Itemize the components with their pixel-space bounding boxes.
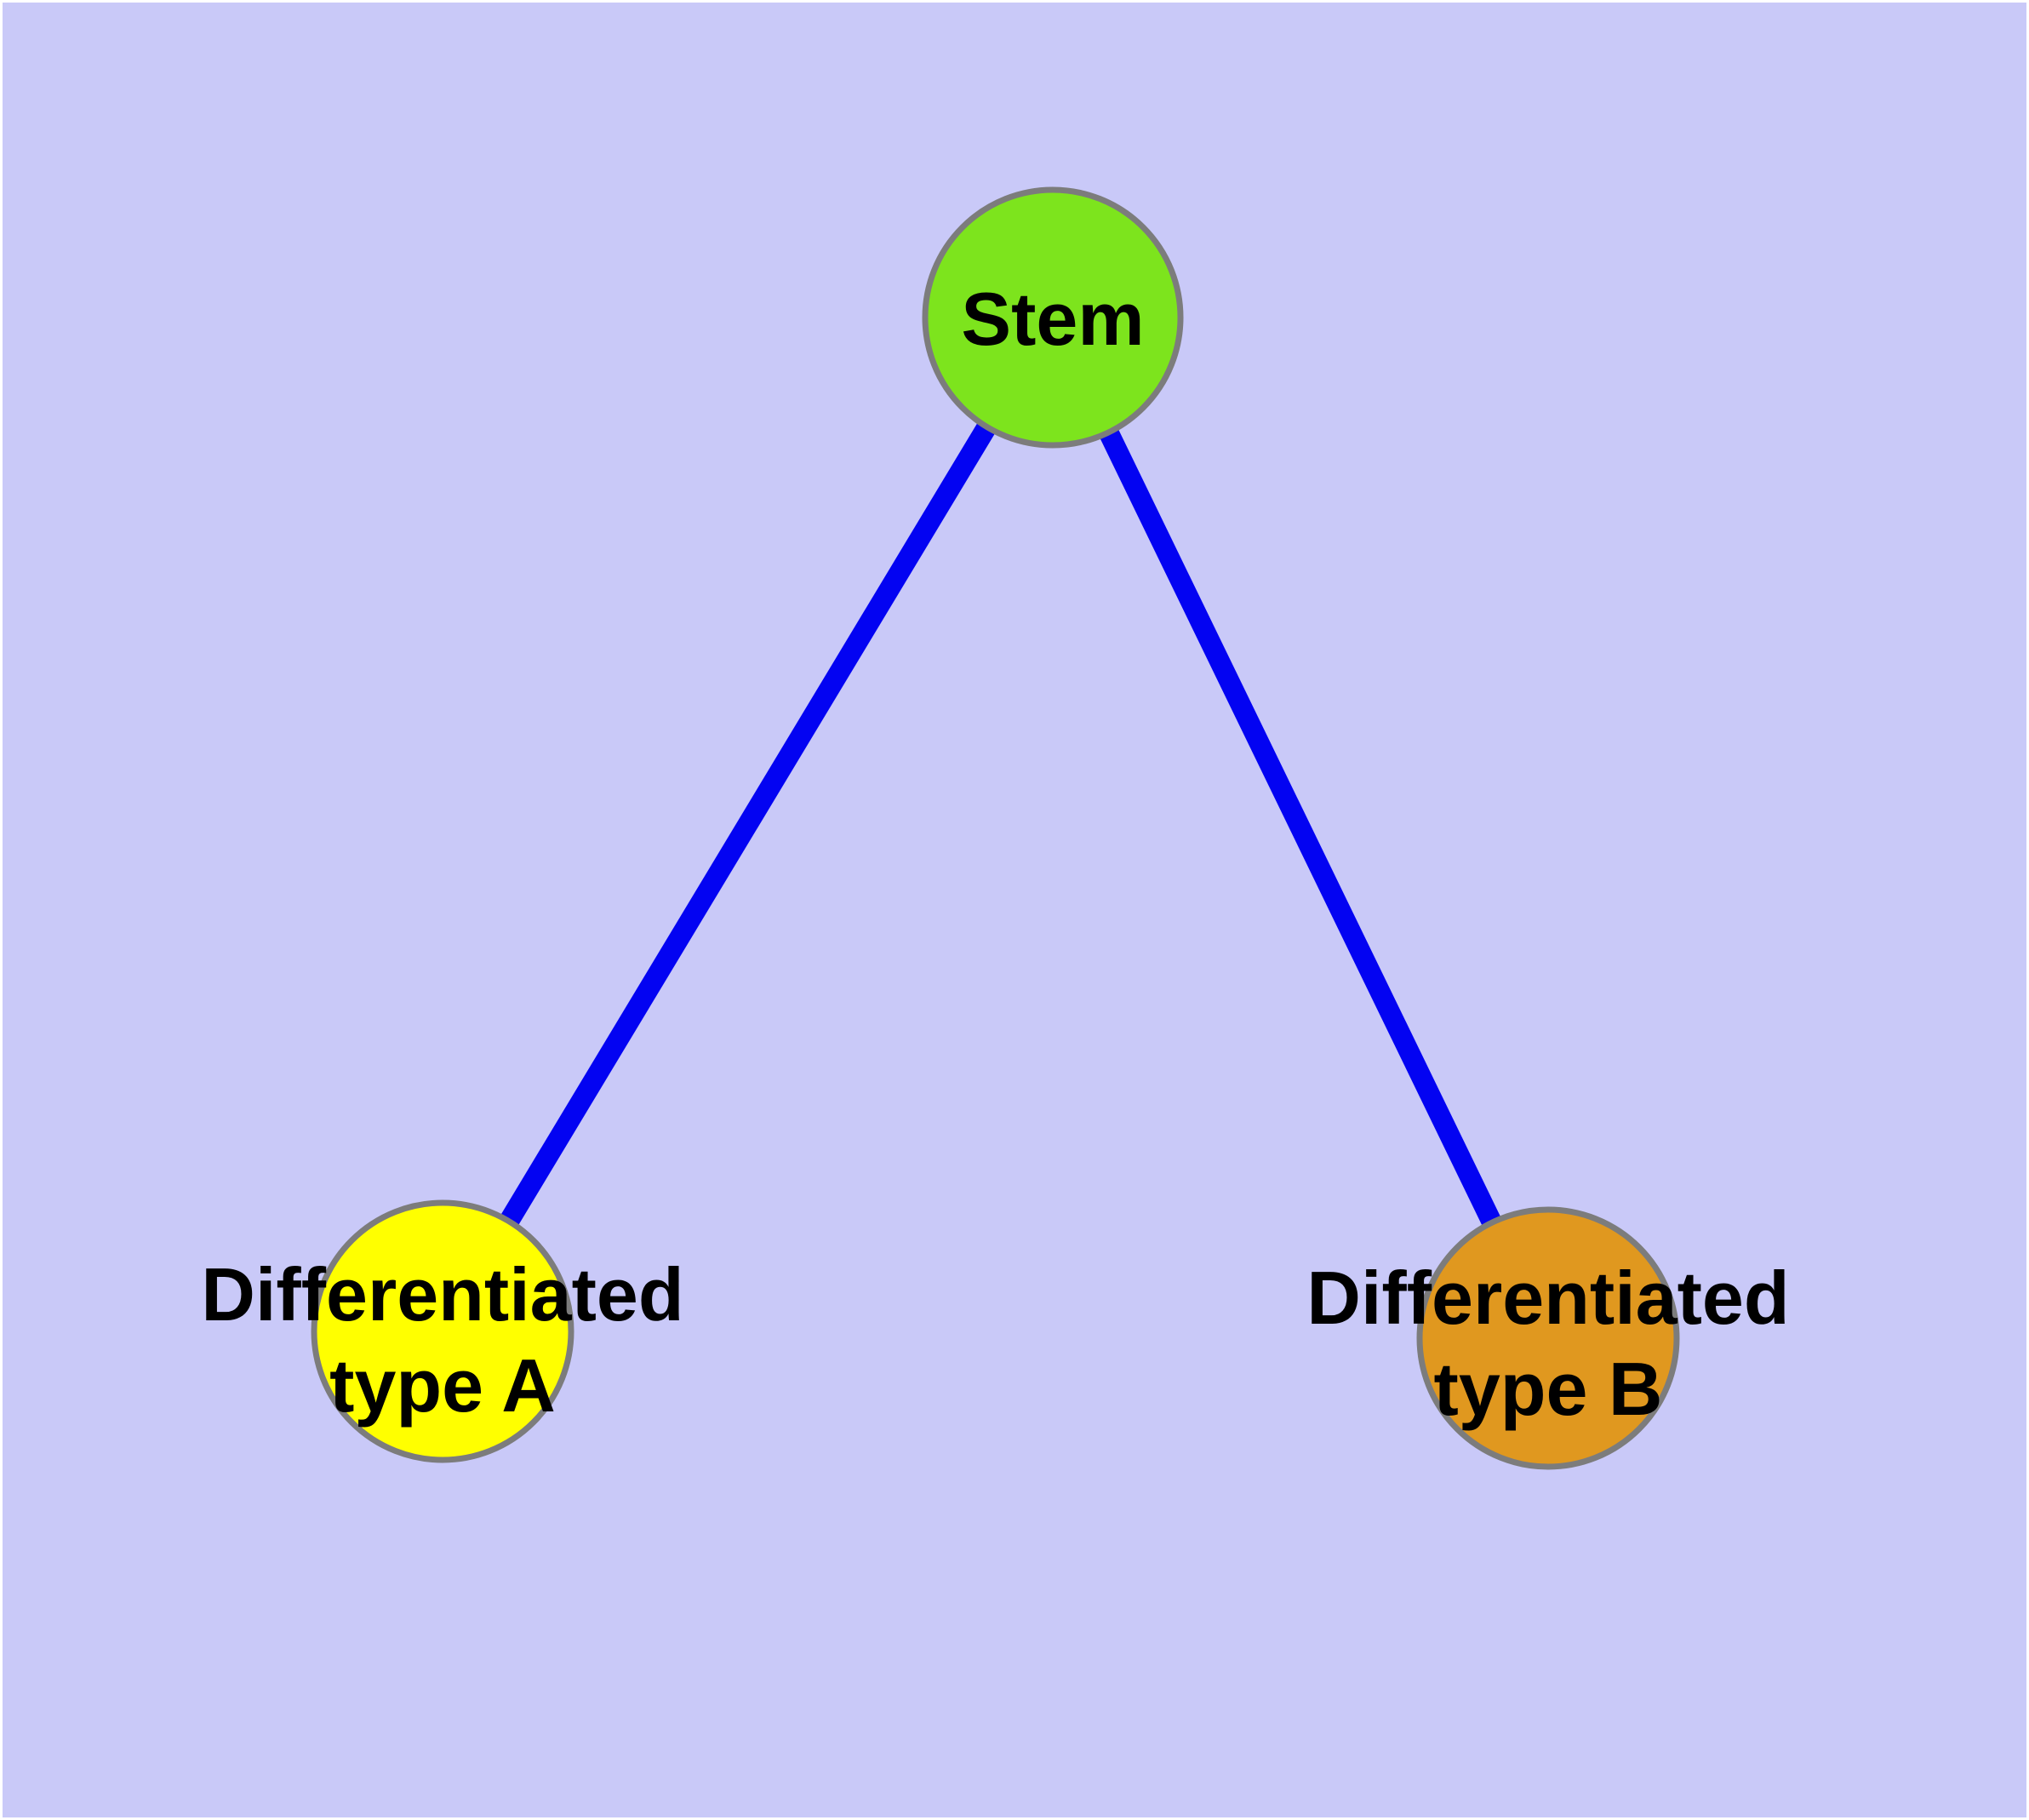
edge-stem-to-type-a (433, 312, 1062, 1337)
node-type-a-label-line1: Differentiated (201, 1252, 683, 1336)
node-differentiated-type-b (1416, 1206, 1680, 1470)
node-differentiated-type-a (311, 1199, 574, 1463)
node-type-a-label-line2: type A (329, 1343, 556, 1428)
node-stem (922, 186, 1184, 449)
edge-stem-to-type-b (1043, 312, 1557, 1343)
node-type-b-label-line1: Differentiated (1306, 1256, 1789, 1340)
node-type-b-label-line2: type B (1434, 1347, 1663, 1431)
node-stem-label: Stem (961, 277, 1144, 361)
